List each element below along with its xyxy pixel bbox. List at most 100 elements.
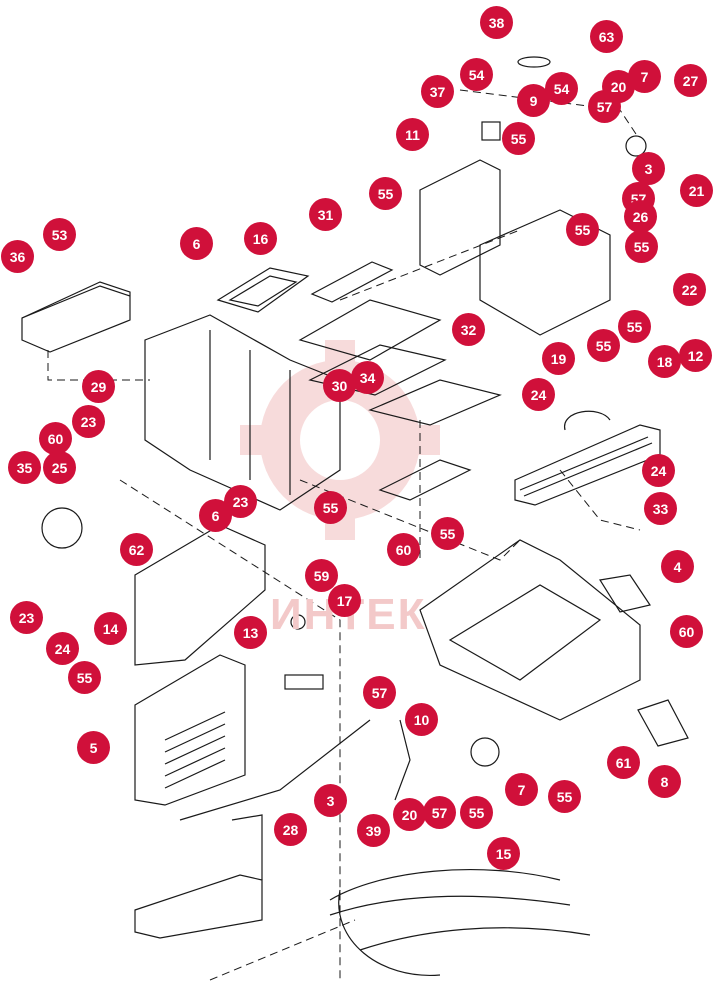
callout-23: 23 xyxy=(72,405,105,438)
callout-36: 36 xyxy=(1,240,34,273)
part-29-door xyxy=(298,299,442,361)
callout-39: 39 xyxy=(357,814,390,847)
callout-35: 35 xyxy=(8,451,41,484)
callout-53: 53 xyxy=(43,218,76,251)
part-61-outline xyxy=(637,699,689,747)
callout-21: 21 xyxy=(680,174,713,207)
callout-24: 24 xyxy=(522,378,555,411)
guide-line-7 xyxy=(559,469,641,531)
callout-26: 26 xyxy=(624,200,657,233)
callout-3: 3 xyxy=(632,152,665,185)
callout-23: 23 xyxy=(224,485,257,518)
part-33-door xyxy=(378,459,472,501)
guide-line-1 xyxy=(47,350,150,381)
callout-55: 55 xyxy=(625,230,658,263)
callout-57: 57 xyxy=(588,90,621,123)
part-39-harness xyxy=(329,869,591,976)
callout-55: 55 xyxy=(68,661,101,694)
callout-9: 9 xyxy=(517,84,550,117)
part-11-outline xyxy=(419,159,501,276)
part-12-outline xyxy=(144,314,341,511)
callout-6: 6 xyxy=(180,227,213,260)
callout-19: 19 xyxy=(542,342,575,375)
callout-31: 31 xyxy=(309,198,342,231)
part-25-gear xyxy=(41,507,83,549)
callout-60: 60 xyxy=(670,615,703,648)
part-34-door xyxy=(368,379,502,426)
callout-38: 38 xyxy=(480,6,513,39)
part-31-outline xyxy=(310,261,394,303)
callout-25: 25 xyxy=(43,451,76,484)
callout-55: 55 xyxy=(548,780,581,813)
part-16-inner xyxy=(228,275,298,307)
callout-62: 62 xyxy=(120,533,153,566)
part-38-clip xyxy=(517,56,551,68)
part-37-switch xyxy=(481,121,501,141)
callout-37: 37 xyxy=(421,75,454,108)
callout-24: 24 xyxy=(46,632,79,665)
callout-24: 24 xyxy=(642,454,675,487)
part-28-rod xyxy=(394,719,411,801)
part-17-outline xyxy=(599,574,651,613)
part-16-outline xyxy=(216,267,310,313)
callout-15: 15 xyxy=(487,837,520,870)
callout-27: 27 xyxy=(674,64,707,97)
callout-22: 22 xyxy=(673,273,706,306)
part-15-outline xyxy=(134,874,263,939)
callout-60: 60 xyxy=(39,422,72,455)
callout-55: 55 xyxy=(587,329,620,362)
callout-6: 6 xyxy=(199,499,232,532)
guide-line-6 xyxy=(299,479,521,561)
callout-54: 54 xyxy=(460,58,493,91)
part-35-fins xyxy=(519,436,653,497)
callout-55: 55 xyxy=(460,796,493,829)
part-13-outline xyxy=(419,539,641,721)
callout-3: 3 xyxy=(314,784,347,817)
callout-11: 11 xyxy=(396,118,429,151)
callout-14: 14 xyxy=(94,612,127,645)
guide-line-5 xyxy=(339,229,521,301)
callout-55: 55 xyxy=(314,491,347,524)
part-36-outline xyxy=(21,281,131,353)
callout-32: 32 xyxy=(452,313,485,346)
callout-20: 20 xyxy=(393,798,426,831)
callout-28: 28 xyxy=(274,813,307,846)
callout-13: 13 xyxy=(234,616,267,649)
callout-61: 61 xyxy=(607,746,640,779)
callout-55: 55 xyxy=(566,213,599,246)
callout-30: 30 xyxy=(323,369,356,402)
guide-line-2 xyxy=(119,479,341,980)
callout-23: 23 xyxy=(10,601,43,634)
callout-55: 55 xyxy=(618,310,651,343)
part-36-top xyxy=(21,285,131,319)
callout-8: 8 xyxy=(648,765,681,798)
part-3-motor xyxy=(470,737,500,767)
callout-63: 63 xyxy=(590,20,623,53)
part-13-inner xyxy=(448,584,602,681)
callout-10: 10 xyxy=(405,703,438,736)
callout-12: 12 xyxy=(679,339,712,372)
callout-29: 29 xyxy=(82,370,115,403)
callout-60: 60 xyxy=(387,533,420,566)
callout-54: 54 xyxy=(545,72,578,105)
callout-17: 17 xyxy=(328,584,361,617)
part-15-side xyxy=(231,814,263,880)
callout-33: 33 xyxy=(644,492,677,525)
part-11-body xyxy=(479,209,611,336)
part-62-fitting xyxy=(290,614,306,630)
callout-57: 57 xyxy=(363,676,396,709)
callout-55: 55 xyxy=(502,122,535,155)
callout-55: 55 xyxy=(431,517,464,550)
guide-line-3 xyxy=(209,919,356,981)
part-12-detail xyxy=(209,330,291,495)
callout-16: 16 xyxy=(244,222,277,255)
part-10-outline xyxy=(134,654,246,806)
part-35-pipe xyxy=(564,410,611,431)
callout-55: 55 xyxy=(369,177,402,210)
callout-4: 4 xyxy=(661,550,694,583)
callout-18: 18 xyxy=(648,345,681,378)
part-35-outline xyxy=(514,424,661,506)
callout-59: 59 xyxy=(305,559,338,592)
